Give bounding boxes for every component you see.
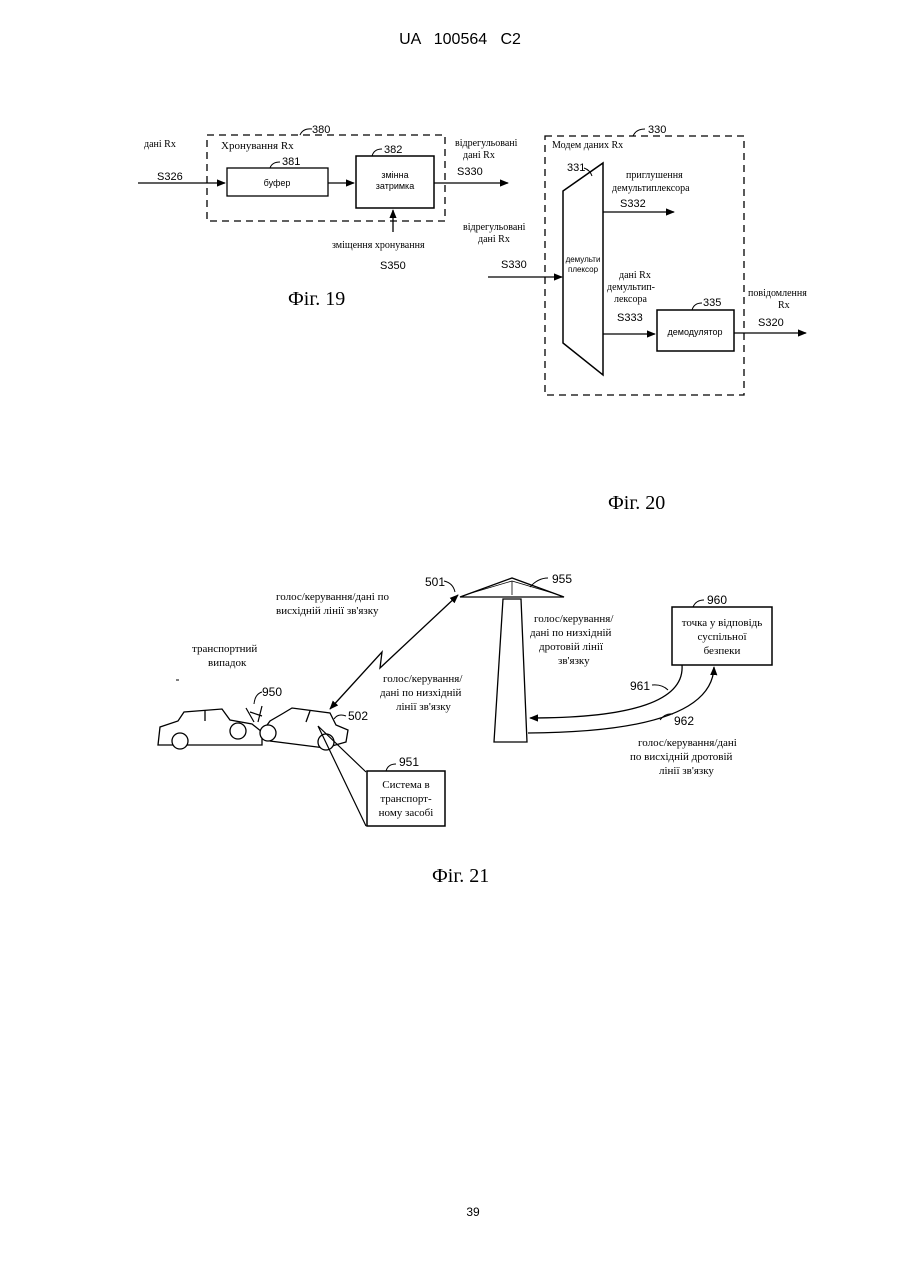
ref-382: 382 <box>384 144 402 156</box>
output-signal: S330 <box>457 166 483 178</box>
downlink-wired-label-1: голос/керування/ <box>534 613 614 625</box>
wired-link-961 <box>530 665 682 718</box>
uplink-wired-label-3: лінії зв'язку <box>659 765 714 777</box>
uplink-label-2: висхідній лінії зв'язку <box>276 605 379 617</box>
variable-delay-label-1: змінна <box>381 170 408 180</box>
ref-leader-381 <box>270 162 280 168</box>
buffer-label: буфер <box>264 178 291 188</box>
uplink-wired-label-1: голос/керування/дані <box>638 737 737 749</box>
psap-label-1: точка у відповідь <box>682 617 763 629</box>
ref-leader-330 <box>633 129 645 136</box>
figure-21: 955 голос/керування/дані по висхідній лі… <box>158 572 772 887</box>
input-label: дані Rx <box>144 139 176 150</box>
timing-offset-label: зміщення хронування <box>332 240 425 251</box>
variable-delay-label-2: затримка <box>376 181 414 191</box>
accident-label-2: випадок <box>208 657 247 669</box>
output-signal: S320 <box>758 317 784 329</box>
demodulator-label: демодулятор <box>668 327 723 337</box>
downlink-wired-label-2: дані по низхідній <box>530 627 612 639</box>
ref-962: 962 <box>674 714 694 728</box>
input-label-1: відрегульовані <box>463 222 526 233</box>
ref-955: 955 <box>552 572 572 586</box>
rx-data-modem-label: Модем даних Rx <box>552 140 623 151</box>
downlink-label-3: лінії зв'язку <box>396 701 451 713</box>
ref-502: 502 <box>348 709 368 723</box>
mute-signal: S332 <box>620 198 646 210</box>
system-label-2: транспорт- <box>380 793 432 805</box>
figure-19: Хронування Rx 380 дані Rx S326 буфер 381… <box>138 124 518 310</box>
figure-21-caption: Фіг. 21 <box>432 865 489 887</box>
system-label-3: ному засобі <box>379 807 434 819</box>
figure-20-caption: Фіг. 20 <box>608 492 665 514</box>
downlink-wired-label-3: дротовій лінії <box>539 641 604 653</box>
rx-timing-label: Хронування Rx <box>221 140 294 152</box>
ref-381: 381 <box>282 156 300 168</box>
psap-label-3: безпеки <box>704 645 741 657</box>
ref-leader-335 <box>692 303 702 310</box>
downlink-wired-label-4: зв'язку <box>558 655 590 667</box>
uplink-wired-label-2: по висхідній дротовій <box>630 751 733 763</box>
ref-960: 960 <box>707 593 727 607</box>
ref-330: 330 <box>648 124 666 136</box>
input-signal: S326 <box>157 171 183 183</box>
psap-label-2: суспільної <box>697 631 747 643</box>
ref-335: 335 <box>703 297 721 309</box>
impact-burst <box>246 706 262 722</box>
ref-leader-380 <box>300 129 312 135</box>
timing-offset-signal: S350 <box>380 260 406 272</box>
ref-501: 501 <box>425 575 445 589</box>
downlink-label-2: дані по низхідній <box>380 687 462 699</box>
mute-label-2: демультиплексора <box>612 183 690 194</box>
ref-331: 331 <box>567 162 585 174</box>
downlink-label-1: голос/керування/ <box>383 673 463 685</box>
ref-951: 951 <box>399 755 419 769</box>
accident-label-1: транспортний <box>192 643 257 655</box>
ref-leader-950 <box>254 692 262 704</box>
demux-label-2: плексор <box>568 265 599 274</box>
demux-label-1: демульти <box>566 255 601 264</box>
ref-leader-382 <box>372 149 382 156</box>
ref-leader-961 <box>652 685 668 690</box>
ref-leader-501 <box>444 581 455 592</box>
input-label-2: дані Rx <box>478 234 510 245</box>
ref-950: 950 <box>262 685 282 699</box>
patent-number: UA 100564 C2 <box>399 31 521 48</box>
system-callout-lines <box>318 726 366 826</box>
demux-data-label-2: демультип- <box>607 282 655 293</box>
output-label-2: Rx <box>778 300 790 311</box>
mute-label-1: приглушення <box>626 170 683 181</box>
output-label-1: повідомлення <box>748 288 807 299</box>
ref-380: 380 <box>312 124 330 136</box>
ref-leader-951 <box>386 764 396 771</box>
system-label-1: Система в <box>382 779 430 791</box>
input-signal: S330 <box>501 259 527 271</box>
demux-data-label-3: лексора <box>614 294 647 305</box>
output-label-1: відрегульовані <box>455 138 518 149</box>
output-label-2: дані Rx <box>463 150 495 161</box>
page-number: 39 <box>466 1205 480 1219</box>
uplink-label-1: голос/керування/дані по <box>276 591 389 603</box>
ref-961: 961 <box>630 679 650 693</box>
ref-leader-960 <box>693 600 704 607</box>
figure-20: Модем даних Rx 330 відрегульовані дані R… <box>463 124 807 514</box>
demux-data-signal: S333 <box>617 312 643 324</box>
demux-data-label-1: дані Rx <box>619 270 651 281</box>
figure-19-caption: Фіг. 19 <box>288 288 345 310</box>
ref-leader-502 <box>334 715 346 719</box>
